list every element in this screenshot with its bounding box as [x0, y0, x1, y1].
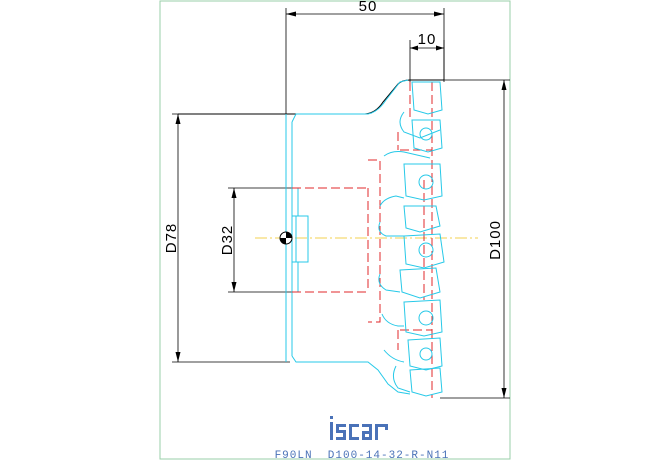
hidden-lines	[292, 82, 433, 398]
dim-d78: D78	[163, 113, 290, 363]
dim-label-50: 50	[359, 0, 378, 15]
dim-d100: D100	[440, 79, 510, 399]
dim-d32: D32	[219, 187, 300, 293]
cutter-body-profile	[285, 79, 411, 395]
insert-7	[381, 299, 443, 337]
dim-label-10: 10	[418, 31, 437, 48]
insert-5	[403, 233, 445, 269]
tool-designation: F90LN D100-14-32-R-N11	[275, 450, 450, 460]
insert-2	[383, 119, 443, 159]
insert-9	[392, 365, 443, 397]
cutter-body-outline	[178, 79, 444, 115]
dim-label-d78: D78	[163, 223, 180, 254]
dim-label-d32: D32	[219, 225, 236, 256]
dim-label-d100: D100	[487, 220, 504, 260]
insert-8	[383, 337, 443, 371]
insert-3	[379, 163, 443, 207]
insert-1	[399, 81, 443, 139]
dim-depth-10: 10	[409, 31, 445, 82]
insert-4	[378, 205, 441, 237]
insert-6	[378, 267, 441, 299]
insert-pockets	[378, 81, 445, 397]
center-mark-icon	[279, 231, 293, 245]
brand-logo: iscar	[330, 416, 388, 440]
drawing-frame	[159, 0, 511, 460]
